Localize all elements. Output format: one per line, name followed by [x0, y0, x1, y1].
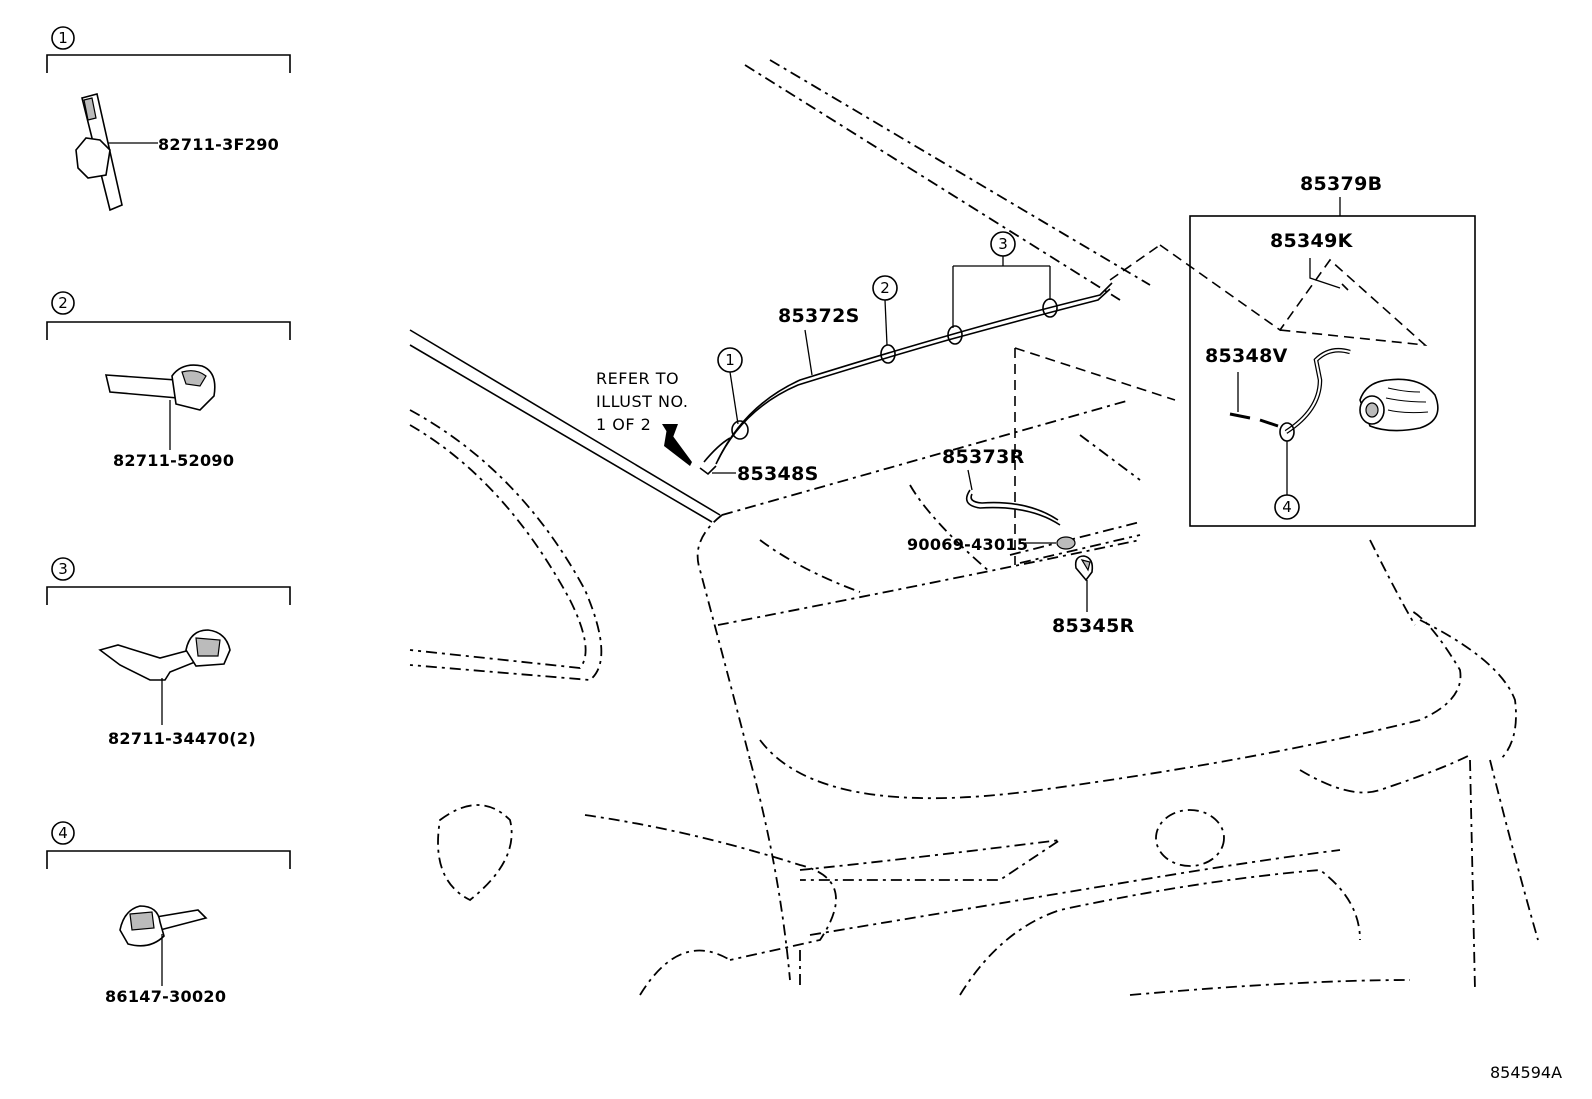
- legend-item-2: 2 82711-52090: [46, 291, 291, 470]
- leader-85373R: [967, 469, 973, 491]
- figure-id: 854594A: [1490, 1063, 1562, 1082]
- legend-bracket-1: [46, 54, 291, 73]
- part-82711-34470: 82711-34470(2): [108, 729, 256, 748]
- clip-82711-34470-icon: [98, 629, 231, 681]
- legend-circle-3: [51, 557, 75, 581]
- refer-note-line-3: 1 OF 2: [596, 415, 651, 434]
- svg-text:1: 1: [725, 351, 735, 369]
- callout-85345R: 85345R: [1052, 615, 1135, 637]
- part-86147-30020: 86147-30020: [105, 987, 226, 1006]
- legend-num-1: 1: [58, 29, 68, 47]
- callout-85349K: 85349K: [1270, 230, 1354, 252]
- washer-pump-icon: [1359, 378, 1439, 432]
- leader-85372S: [804, 329, 813, 376]
- clip-82711-3F290-icon: [75, 93, 123, 212]
- legend-item-3: 3 82711-34470(2): [46, 557, 291, 748]
- callout-85348V: 85348V: [1205, 345, 1288, 367]
- circle-ref-1: 1: [717, 347, 743, 425]
- washer-hose-85372S: [715, 282, 1113, 465]
- hose-detail: [1284, 348, 1351, 434]
- hose-clip-3a: [947, 325, 963, 345]
- part-82711-52090: 82711-52090: [113, 451, 234, 470]
- callout-85348S: 85348S: [737, 463, 819, 485]
- legend-num-3: 3: [58, 560, 68, 578]
- svg-text:4: 4: [1282, 498, 1292, 516]
- check-valve-85349K-icon: [1341, 283, 1349, 291]
- circle-ref-2: 2: [872, 275, 898, 346]
- legend-bracket-4: [46, 850, 291, 869]
- legend-circle-1: [51, 26, 75, 50]
- legend-bracket-2: [46, 321, 291, 340]
- svg-text:3: 3: [998, 235, 1008, 253]
- legend-circle-2: [51, 291, 75, 315]
- svg-text:2: 2: [880, 279, 890, 297]
- hose-85373R: [965, 489, 1061, 526]
- callout-85372S: 85372S: [778, 305, 860, 327]
- part-82711-3F290: 82711-3F290: [158, 135, 279, 154]
- refer-note-line-2: ILLUST NO.: [596, 392, 688, 411]
- clip-82711-52090-icon: [104, 364, 216, 411]
- refer-note-line-1: REFER TO: [596, 369, 679, 388]
- hose-clip-2: [880, 344, 896, 364]
- joint-85348V-icon: [1229, 412, 1279, 428]
- legend-bracket-3: [46, 586, 291, 605]
- legend-circle-4: [51, 821, 75, 845]
- legend-item-1: 1 82711-3F290: [46, 26, 291, 212]
- legend-num-4: 4: [58, 824, 68, 842]
- clip-86147-30020-icon: [119, 905, 208, 947]
- callout-85379B: 85379B: [1300, 173, 1382, 195]
- circle-ref-4: 4: [1274, 441, 1300, 520]
- circle-ref-3: 3: [952, 231, 1051, 328]
- callout-85373R: 85373R: [942, 446, 1025, 468]
- leader-85349K: [1309, 258, 1341, 289]
- callout-90069-43015: 90069-43015: [907, 535, 1028, 554]
- nozzle-85348S: [699, 437, 736, 476]
- vehicle-outline: [409, 59, 1539, 996]
- arrow-refer-icon: [662, 424, 692, 466]
- detail-box-85379B: [1189, 215, 1476, 527]
- hose-clips: [731, 298, 1058, 440]
- grommet-90069-icon: [1056, 536, 1076, 550]
- legend-item-4: 4 86147-30020: [46, 821, 291, 1006]
- nozzle-85345R-icon: [1074, 555, 1094, 582]
- hose-clip-1: [731, 420, 749, 440]
- legend-num-2: 2: [58, 294, 68, 312]
